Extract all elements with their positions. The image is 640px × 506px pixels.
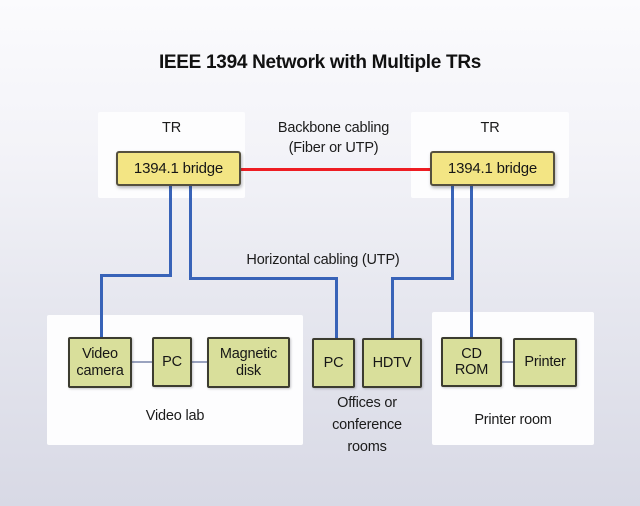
cable-right-a-drop <box>451 186 454 280</box>
link-camera-pc <box>132 361 152 363</box>
cable-left-b-drop <box>189 186 192 280</box>
device-printer: Printer <box>513 338 577 387</box>
backbone-label-line2: (Fiber or UTP) <box>288 140 379 156</box>
printer-room-label: Printer room <box>474 412 552 428</box>
device-cd-rom: CD ROM <box>441 337 502 387</box>
backbone-label-line1: Backbone cabling <box>277 120 390 136</box>
offices-label: Offices or conference rooms <box>332 395 402 455</box>
cable-left-a-drop <box>169 186 172 277</box>
link-pc-disk <box>192 361 207 363</box>
tr-label-right: TR <box>480 120 500 136</box>
cable-right-b-drop <box>470 186 473 338</box>
video-lab-label: Video lab <box>145 408 205 424</box>
bridge-box-right: 1394.1 bridge <box>430 151 555 186</box>
cable-right-a-run <box>391 277 454 280</box>
device-pc-video-lab: PC <box>152 337 192 387</box>
cable-right-a-tail <box>391 277 394 338</box>
device-magnetic-disk: Magnetic disk <box>207 337 290 388</box>
tr-label-left: TR <box>162 120 181 136</box>
cable-left-b-run <box>189 277 338 280</box>
device-video-camera: Video camera <box>68 337 132 388</box>
bridge-box-left: 1394.1 bridge <box>116 151 241 186</box>
cable-left-b-tail <box>335 277 338 338</box>
cable-left-a-run <box>100 274 172 277</box>
backbone-cable <box>241 168 431 171</box>
device-hdtv: HDTV <box>362 338 422 388</box>
link-cdrom-printer <box>502 361 513 363</box>
device-pc-offices: PC <box>312 338 355 388</box>
cable-left-a-tail <box>100 274 103 338</box>
diagram-title: IEEE 1394 Network with Multiple TRs <box>158 52 482 73</box>
horizontal-cabling-label: Horizontal cabling (UTP) <box>246 252 400 268</box>
